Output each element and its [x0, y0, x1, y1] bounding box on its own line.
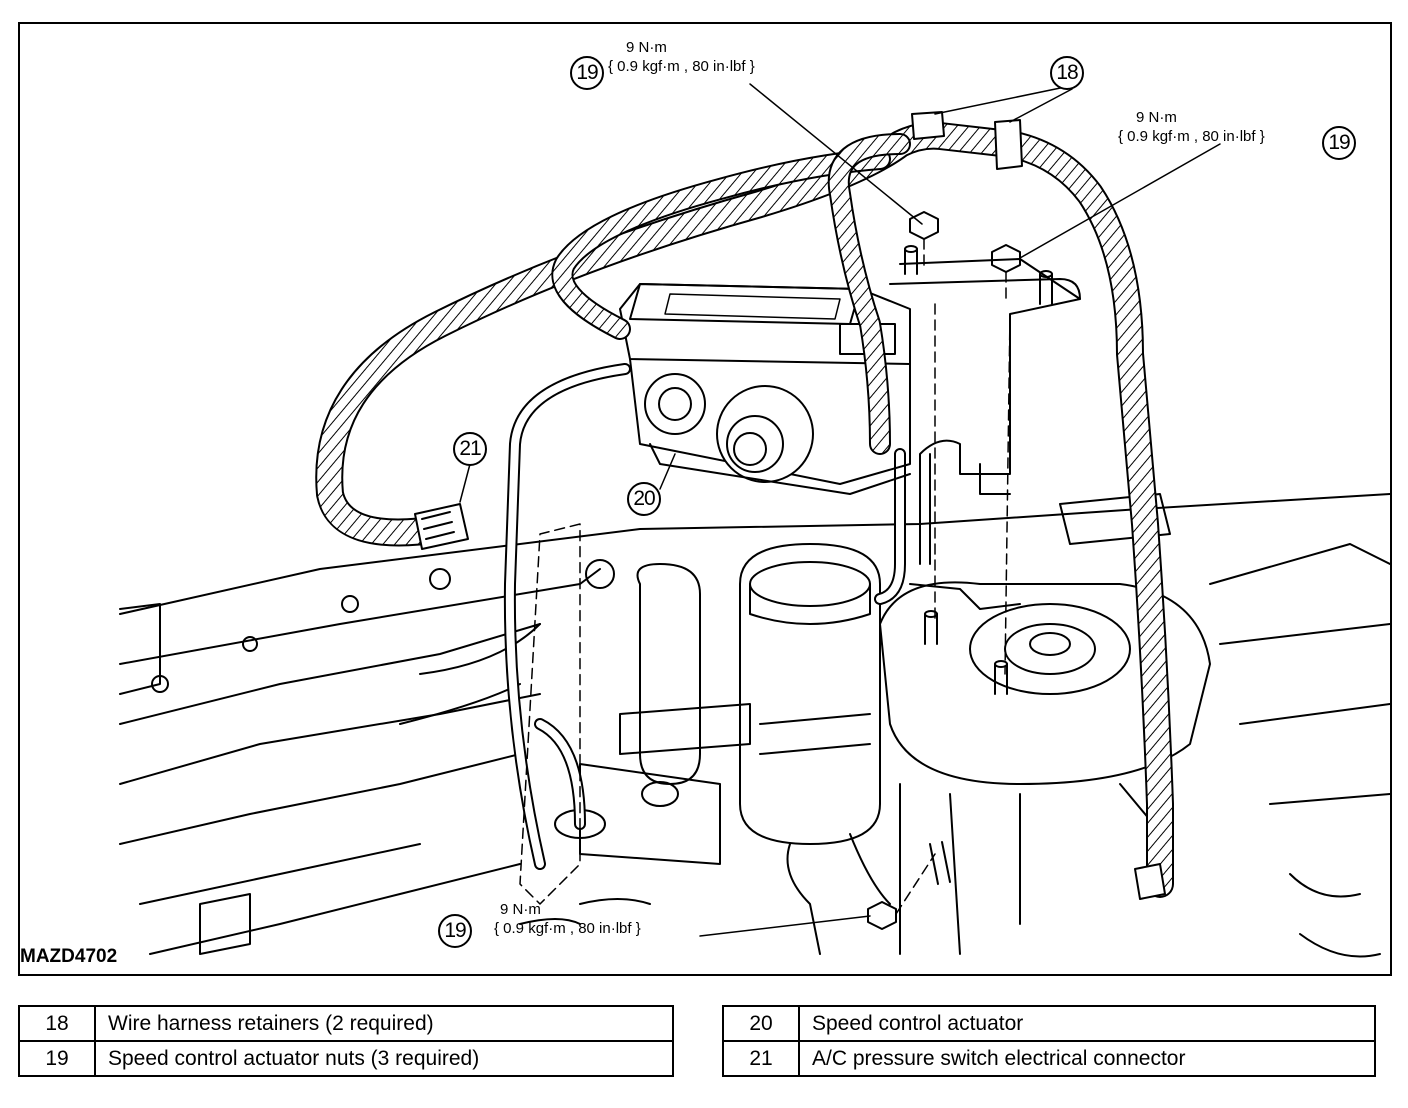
radiator-support — [119, 623, 541, 725]
fender-apron-left — [119, 493, 1390, 615]
legend-row: 20 Speed control actuator — [722, 1005, 1376, 1042]
leader-21 — [459, 463, 471, 503]
leader-18b — [1009, 88, 1073, 123]
legend-description: Speed control actuator nuts (3 required) — [94, 1040, 674, 1077]
leader-19-bottom — [699, 915, 871, 937]
legend-number: 21 — [722, 1040, 800, 1077]
actuator-nut-top — [909, 211, 939, 240]
legend-description: Wire harness retainers (2 required) — [94, 1005, 674, 1042]
torque-spec-right-nm: 9 N·m — [1136, 109, 1177, 126]
strut-tower — [969, 603, 1131, 695]
leader-19-right — [1019, 143, 1221, 259]
brake-booster-hose — [636, 563, 701, 785]
legend-table-right: 20 Speed control actuator 21 A/C pressur… — [722, 1005, 1376, 1077]
figure-id: MAZD4702 — [20, 946, 118, 967]
torque-spec-bottom: 9 N·m { 0.9 kgf·m , 80 in·lbf } — [494, 900, 641, 938]
actuator-nut-bottom — [867, 901, 897, 930]
cowl-panel — [119, 568, 601, 665]
inner-fender — [879, 581, 1211, 785]
engine-compartment-illustration — [119, 83, 1390, 958]
harness-retainer-2 — [994, 119, 1023, 170]
actuator-body — [619, 283, 911, 495]
ac-connector — [414, 503, 469, 550]
leader-20 — [659, 453, 676, 490]
actuator-bracket — [889, 278, 1081, 565]
harness-retainer-1 — [911, 111, 945, 140]
legend-number: 18 — [18, 1005, 96, 1042]
legend-number: 20 — [722, 1005, 800, 1042]
actuator-nut-right — [991, 244, 1021, 273]
legend-number: 19 — [18, 1040, 96, 1077]
leader-19-top — [749, 83, 923, 225]
torque-spec-bottom-nm: 9 N·m — [500, 901, 541, 918]
diagram-frame: 19 9 N·m { 0.9 kgf·m , 80 in·lbf } 18 9 … — [18, 22, 1392, 976]
legend-table-left: 18 Wire harness retainers (2 required) 1… — [18, 1005, 674, 1077]
legend-row: 21 A/C pressure switch electrical connec… — [722, 1040, 1376, 1077]
callout-19-top: 19 — [570, 56, 604, 90]
callout-18: 18 — [1050, 56, 1084, 90]
torque-spec-right-detail: { 0.9 kgf·m , 80 in·lbf } — [1118, 128, 1265, 145]
reservoir — [739, 543, 881, 845]
legend-description: Speed control actuator — [798, 1005, 1376, 1042]
torque-spec-top-detail: { 0.9 kgf·m , 80 in·lbf } — [608, 58, 755, 75]
legend-row: 18 Wire harness retainers (2 required) — [18, 1005, 674, 1042]
leader-18a — [934, 85, 1071, 115]
callout-19-right: 19 — [1322, 126, 1356, 160]
callout-19-bottom: 19 — [438, 914, 472, 948]
torque-spec-top: 9 N·m { 0.9 kgf·m , 80 in·lbf } — [608, 38, 755, 76]
callout-20: 20 — [627, 482, 661, 516]
torque-spec-right: 9 N·m { 0.9 kgf·m , 80 in·lbf } — [1118, 108, 1265, 146]
legend-row: 19 Speed control actuator nuts (3 requir… — [18, 1040, 674, 1077]
torque-spec-top-nm: 9 N·m — [626, 39, 667, 56]
legend-description: A/C pressure switch electrical connector — [798, 1040, 1376, 1077]
torque-spec-bottom-detail: { 0.9 kgf·m , 80 in·lbf } — [494, 920, 641, 937]
callout-21: 21 — [453, 432, 487, 466]
